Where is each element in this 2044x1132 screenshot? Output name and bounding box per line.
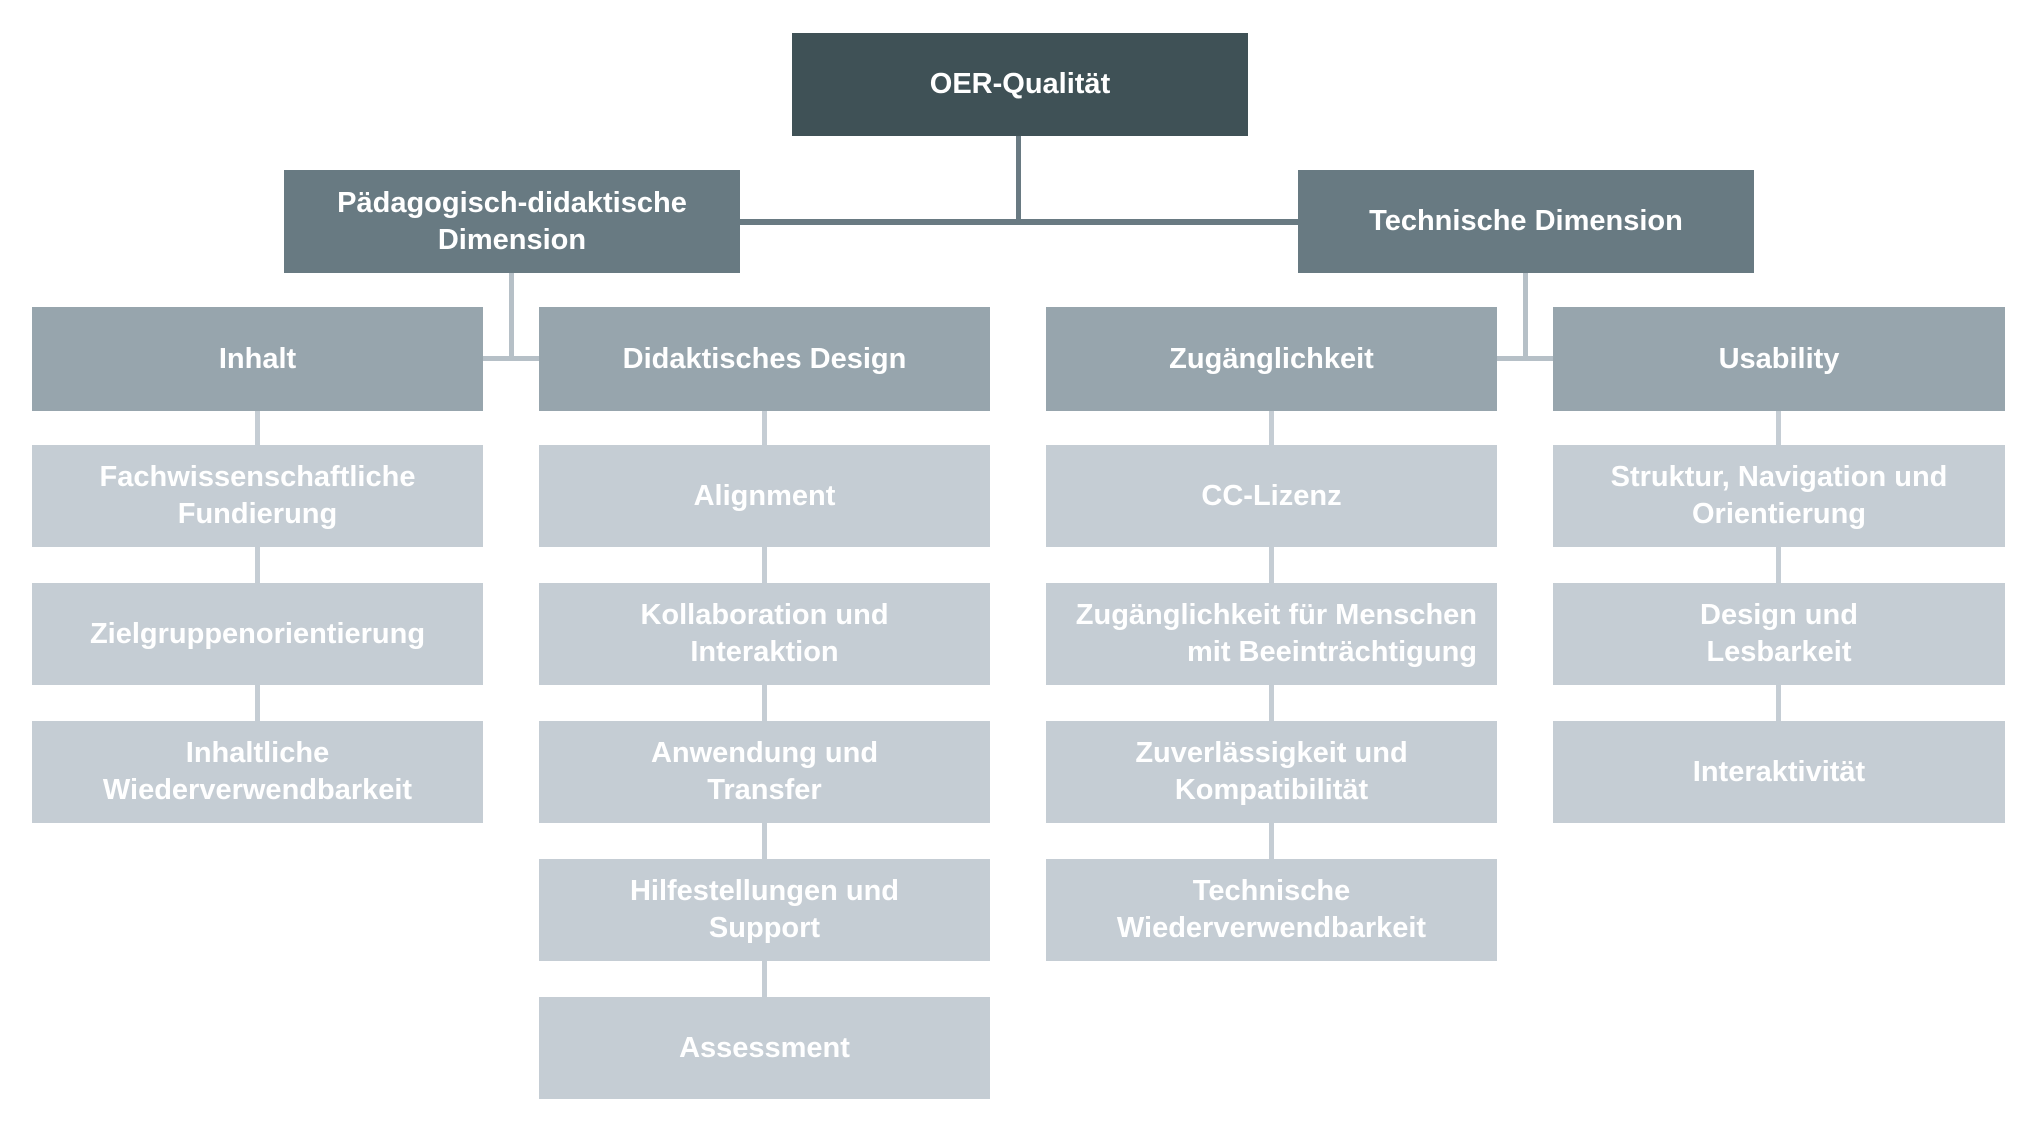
connector-col1-stub-1 [255, 411, 260, 445]
connector-dimensions-horizontal [740, 219, 1298, 225]
node-inhaltliche-wiederverwendbarkeit: Inhaltliche Wiederverwendbarkeit [32, 721, 483, 823]
node-zielgruppenorientierung: Zielgruppenorientierung [32, 583, 483, 685]
node-oer-qualitaet: OER-Qualität [792, 33, 1248, 136]
node-technische-wiederverwendbarkeit: Technische Wiederverwendbarkeit [1046, 859, 1497, 961]
connector-col3-stub-1 [1269, 411, 1274, 445]
node-kollaboration-und-interaktion: Kollaboration und Interaktion [539, 583, 990, 685]
node-fachwissenschaftliche-fundierung: Fachwissenschaftliche Fundierung [32, 445, 483, 547]
connector-tech-vertical [1523, 273, 1528, 360]
node-usability: Usability [1553, 307, 2005, 411]
connector-col3-stub-2 [1269, 547, 1274, 583]
connector-col3-stub-4 [1269, 822, 1274, 859]
node-alignment: Alignment [539, 445, 990, 547]
connector-col1-stub-2 [255, 547, 260, 583]
node-zugaenglichkeit: Zugänglichkeit [1046, 307, 1497, 411]
connector-root-vertical [1016, 136, 1021, 222]
node-assessment: Assessment [539, 997, 990, 1099]
connector-col2-stub-1 [762, 411, 767, 445]
node-anwendung-und-transfer: Anwendung und Transfer [539, 721, 990, 823]
connector-col3-stub-3 [1269, 684, 1274, 721]
connector-col2-stub-2 [762, 547, 767, 583]
node-hilfestellungen-und-support: Hilfestellungen und Support [539, 859, 990, 961]
connector-col2-stub-3 [762, 684, 767, 721]
node-interaktivitaet: Interaktivität [1553, 721, 2005, 823]
node-zuverlaessigkeit-und-kompatibilitaet: Zuverlässigkeit und Kompatibilität [1046, 721, 1497, 823]
node-design-und-lesbarkeit: Design und Lesbarkeit [1553, 583, 2005, 685]
node-didaktisches-design: Didaktisches Design [539, 307, 990, 411]
node-zugaenglichkeit-fuer-menschen-mit-beeintraechtigung: Zugänglichkeit für Menschen mit Beeinträ… [1046, 583, 1497, 685]
node-technische-dimension: Technische Dimension [1298, 170, 1754, 273]
node-inhalt: Inhalt [32, 307, 483, 411]
connector-paed-pair-horizontal [483, 356, 539, 361]
node-paedagogisch-didaktische-dimension: Pädagogisch-didaktische Dimension [284, 170, 740, 273]
connector-paed-vertical [509, 273, 514, 360]
connector-col4-stub-2 [1776, 547, 1781, 583]
connector-tech-pair-horizontal [1497, 356, 1553, 361]
connector-col2-stub-4 [762, 822, 767, 859]
node-cc-lizenz: CC-Lizenz [1046, 445, 1497, 547]
node-struktur-navigation-und-orientierung: Struktur, Navigation und Orientierung [1553, 445, 2005, 547]
connector-col1-stub-3 [255, 684, 260, 721]
connector-col4-stub-1 [1776, 411, 1781, 445]
connector-col4-stub-3 [1776, 684, 1781, 721]
connector-col2-stub-5 [762, 961, 767, 997]
